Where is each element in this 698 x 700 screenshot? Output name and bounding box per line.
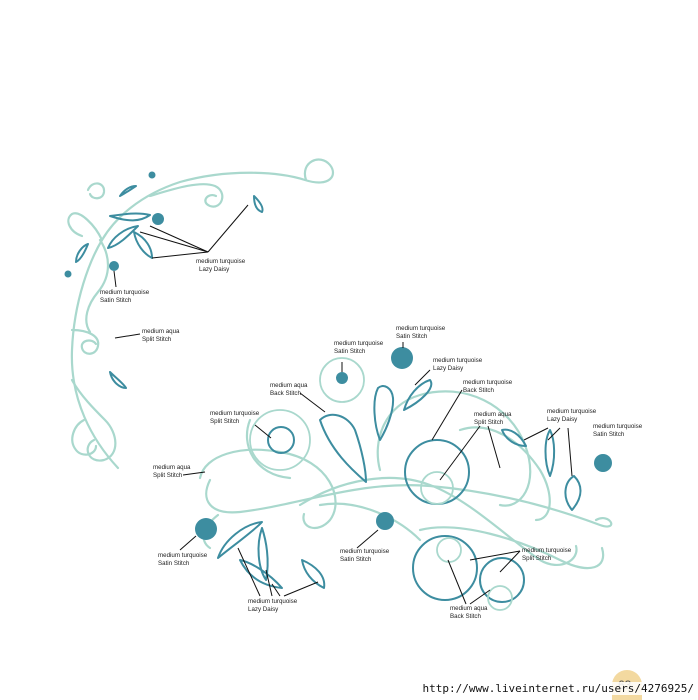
corner-motif bbox=[64, 158, 335, 470]
leader-lines bbox=[113, 204, 573, 605]
watermark-url: http://www.liveinternet.ru/users/4276925… bbox=[420, 682, 696, 695]
main-motif bbox=[195, 347, 613, 611]
